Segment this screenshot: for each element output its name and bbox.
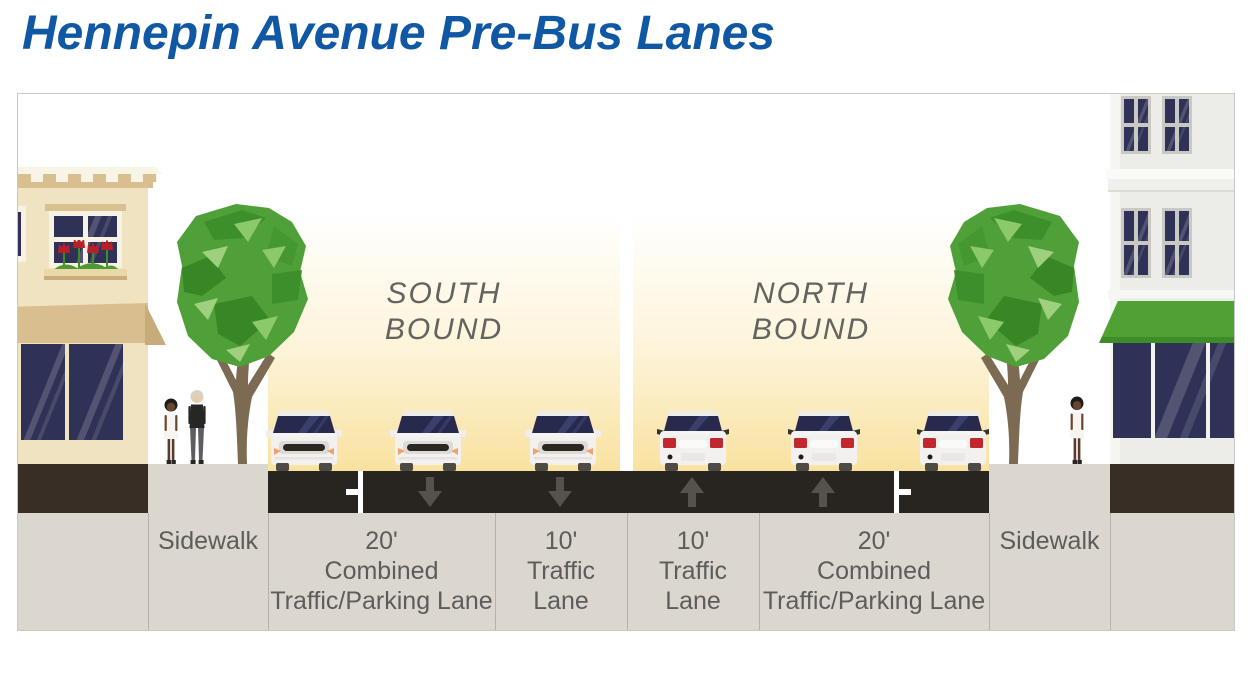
northbound-label-line2: BOUND <box>751 313 871 346</box>
right-building-base <box>1110 464 1234 513</box>
right-building-sill <box>1108 290 1234 298</box>
lane-label-sidewalk-left: Sidewalk <box>148 513 268 630</box>
lane-divider <box>495 513 496 630</box>
car-rear-icon <box>657 411 729 471</box>
lane-label-combined-right: 20' Combined Traffic/Parking Lane <box>759 513 989 630</box>
left-building-storefront-window <box>69 344 123 440</box>
lane-label-line: Traffic <box>526 557 596 585</box>
right-building-awning <box>1099 301 1234 343</box>
right-building-window <box>1162 96 1192 154</box>
lane-divider <box>759 513 760 630</box>
lane-arrow-down-icon <box>418 477 442 507</box>
car-front-icon <box>390 411 466 471</box>
right-building-window <box>1162 208 1192 278</box>
left-building-roof-trim <box>18 167 162 174</box>
car-front-icon <box>525 411 601 471</box>
storefront-mullion <box>1151 343 1155 438</box>
left-sidewalk <box>148 464 268 513</box>
window-mullion <box>1124 241 1148 245</box>
lane-label-line: Lane <box>665 587 721 615</box>
lane-label-traffic-right: 10' Traffic Lane <box>627 513 759 630</box>
lane-label-line: Combined <box>324 557 439 585</box>
lane-divider <box>268 513 269 630</box>
parking-tee-marking <box>899 489 911 495</box>
left-building-storefront-window <box>21 344 65 440</box>
right-building-cornice <box>1108 179 1234 192</box>
right-building-window <box>1121 96 1151 154</box>
pedestrian-casual-icon <box>188 390 206 464</box>
lane-label-line: Sidewalk <box>999 527 1100 555</box>
parking-tee-marking <box>358 471 363 513</box>
lane-label-line: Traffic/Parking Lane <box>762 587 986 615</box>
storefront-mullion <box>1206 343 1210 438</box>
lane-arrow-up-icon <box>680 477 704 507</box>
parking-tee-marking <box>894 471 899 513</box>
lane-label-line: Lane <box>533 587 589 615</box>
lane-label-combined-left: 20' Combined Traffic/Parking Lane <box>268 513 495 630</box>
road <box>268 471 989 513</box>
lane-label-sidewalk-right: Sidewalk <box>989 513 1110 630</box>
northbound-label: NORTH BOUND <box>633 276 989 348</box>
street-cross-section-diagram: SOUTH BOUND NORTH BOUND <box>17 93 1235 631</box>
window-mullion <box>1124 123 1148 127</box>
left-building-awning-fold <box>145 303 166 345</box>
lane-divider <box>627 513 628 630</box>
southbound-label-line2: BOUND <box>384 313 504 346</box>
lane-divider <box>989 513 990 630</box>
southbound-label: SOUTH BOUND <box>268 276 620 348</box>
page-title: Hennepin Avenue Pre-Bus Lanes <box>22 7 776 60</box>
right-building-storefront-window <box>1113 343 1234 438</box>
left-building-cornice <box>18 182 153 188</box>
right-building-window <box>1121 208 1151 278</box>
left-building-flower-box <box>44 269 127 280</box>
car-rear-icon <box>917 411 989 471</box>
left-building-awning <box>18 303 148 343</box>
left-building-dentils <box>18 174 157 182</box>
lane-width-label: 10' <box>544 527 578 555</box>
lane-label-line: Traffic <box>658 557 728 585</box>
lane-label-band <box>18 513 1234 630</box>
lane-arrow-down-icon <box>548 477 572 507</box>
car-rear-icon <box>788 411 860 471</box>
lane-label-line: Sidewalk <box>157 527 259 555</box>
left-building-edge-window-pane <box>18 212 21 256</box>
left-building-edge-window-frame <box>18 206 26 262</box>
lane-width-label: 20' <box>857 527 891 555</box>
right-building-pilaster <box>1110 94 1120 464</box>
lane-width-label: 20' <box>365 527 398 555</box>
lane-divider <box>1110 513 1111 630</box>
southbound-label-line1: SOUTH <box>386 277 502 310</box>
tulips-icon <box>53 240 119 272</box>
lane-label-traffic-left: 10' Traffic Lane <box>495 513 627 630</box>
right-sidewalk <box>989 464 1110 513</box>
pedestrian-dress-icon <box>163 398 179 464</box>
parking-tee-marking <box>346 489 358 495</box>
left-building-window-header <box>45 204 126 211</box>
window-mullion <box>1165 241 1189 245</box>
lane-label-line: Combined <box>817 557 931 585</box>
right-building-cornice <box>1106 169 1234 179</box>
lane-divider <box>148 513 149 630</box>
lane-label-line: Traffic/Parking Lane <box>270 587 493 615</box>
lane-arrow-up-icon <box>811 477 835 507</box>
lane-width-label: 10' <box>676 527 710 555</box>
northbound-label-line1: NORTH <box>752 277 870 310</box>
left-building-base <box>18 464 148 513</box>
pedestrian-dress-icon <box>1069 396 1085 464</box>
left-building-window-mullion <box>54 237 117 242</box>
car-front-icon <box>266 411 342 471</box>
window-mullion <box>1165 123 1189 127</box>
